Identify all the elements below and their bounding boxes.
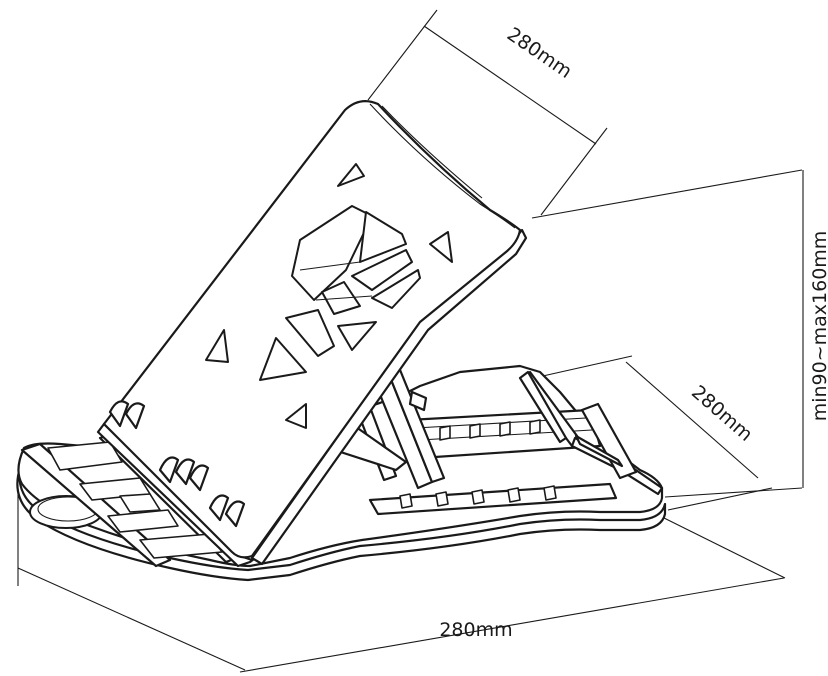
plate-teeth [108,400,246,528]
plate-width-label: 280mm [503,23,576,83]
height-range-label: min90~max160mm [809,231,828,422]
dimension-lines [17,9,804,673]
base-width-label: 280mm [439,619,512,641]
right-tab [518,370,624,468]
plate-cutouts [205,163,453,429]
rear-frame [368,370,664,516]
tilted-plate [96,99,528,568]
base-depth-label: 280mm [687,381,757,446]
